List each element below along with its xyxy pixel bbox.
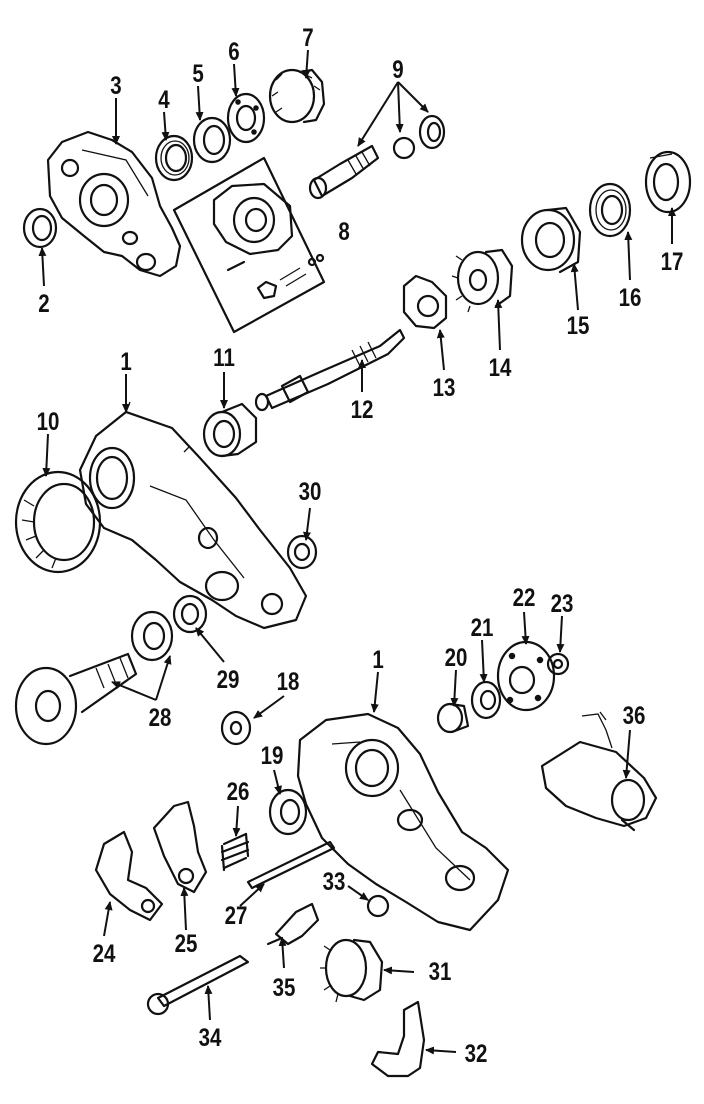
callout-1-upper: 1 [120,347,132,375]
part-29-bearing [172,594,208,634]
callout-12: 12 [351,395,374,423]
part-25-shift-fork [152,800,208,894]
part-32-fork [370,1000,426,1078]
callout-17: 17 [661,247,684,275]
part-22-flange [496,640,556,712]
part-26-spring [220,832,250,872]
part-16-bearing [588,182,632,238]
part-24-shift-fork [94,830,164,922]
part-3-front-housing [46,130,182,278]
callout-26: 26 [227,777,250,805]
callout-7: 7 [302,23,313,51]
callout-15: 15 [567,311,590,339]
callout-19: 19 [261,741,284,769]
part-14-gear [451,248,514,313]
callout-10: 10 [37,407,60,435]
callout-29: 29 [217,665,240,693]
part-5-seal [192,116,232,164]
callout-5: 5 [192,59,204,87]
part-10-chain [14,470,102,574]
part-35-actuator [266,902,320,946]
callout-34: 34 [199,1023,222,1051]
part-34-rod [146,954,250,1016]
part-33-plug [366,894,390,918]
callout-2: 2 [38,289,49,317]
callout-3: 3 [110,71,121,99]
part-31-gear [320,938,384,1003]
part-7-gear [268,68,326,124]
part-9-input-shaft [308,114,446,200]
callout-9: 9 [392,55,403,83]
part-4-bearing [154,134,194,182]
part-1-case-front [78,401,308,630]
callout-18: 18 [277,667,300,695]
part-30-bearing [286,534,318,570]
part-1-case-rear [296,712,510,932]
callout-20: 20 [445,643,468,671]
callout-27: 27 [225,901,248,929]
part-18-hub [220,710,252,746]
leader-lines [38,49,676,1055]
callout-labels: 1 1 2 3 4 5 6 7 8 9 10 11 12 13 14 15 16… [37,23,684,1067]
part-6-retainer [226,92,266,144]
callout-31: 31 [429,957,452,985]
part-13-hub [402,274,448,330]
callout-22: 22 [513,583,536,611]
callout-23: 23 [551,589,574,617]
part-27-shift-rail [246,840,336,890]
part-15-sprocket [520,206,582,274]
part-23-nut [546,652,570,676]
callout-8: 8 [338,217,350,245]
callout-14: 14 [489,353,512,381]
callout-36: 36 [623,701,646,729]
callout-4: 4 [158,85,170,113]
callout-24: 24 [93,939,116,967]
part-12-mainshaft [254,328,406,412]
part-20-bushing [436,702,470,734]
part-36-encoder-motor [540,711,658,832]
part-8-oil-pump-kit [172,156,326,334]
part-17-seal [644,150,692,214]
callout-16: 16 [619,283,642,311]
callout-25: 25 [175,929,198,957]
callout-1-lower: 1 [372,645,384,673]
callout-35: 35 [273,973,296,1001]
part-21-bearing [470,680,502,720]
callout-11: 11 [213,343,235,371]
callout-32: 32 [465,1039,488,1067]
callout-30: 30 [299,477,322,505]
callout-13: 13 [433,373,456,401]
part-2-seal [22,207,58,249]
part-28-output-shaft [14,610,174,746]
callout-21: 21 [471,613,494,641]
callout-28: 28 [149,703,172,731]
part-19-bearing [268,788,308,836]
part-11-bushing [202,402,258,458]
callout-33: 33 [323,867,346,895]
callout-6: 6 [228,37,239,65]
